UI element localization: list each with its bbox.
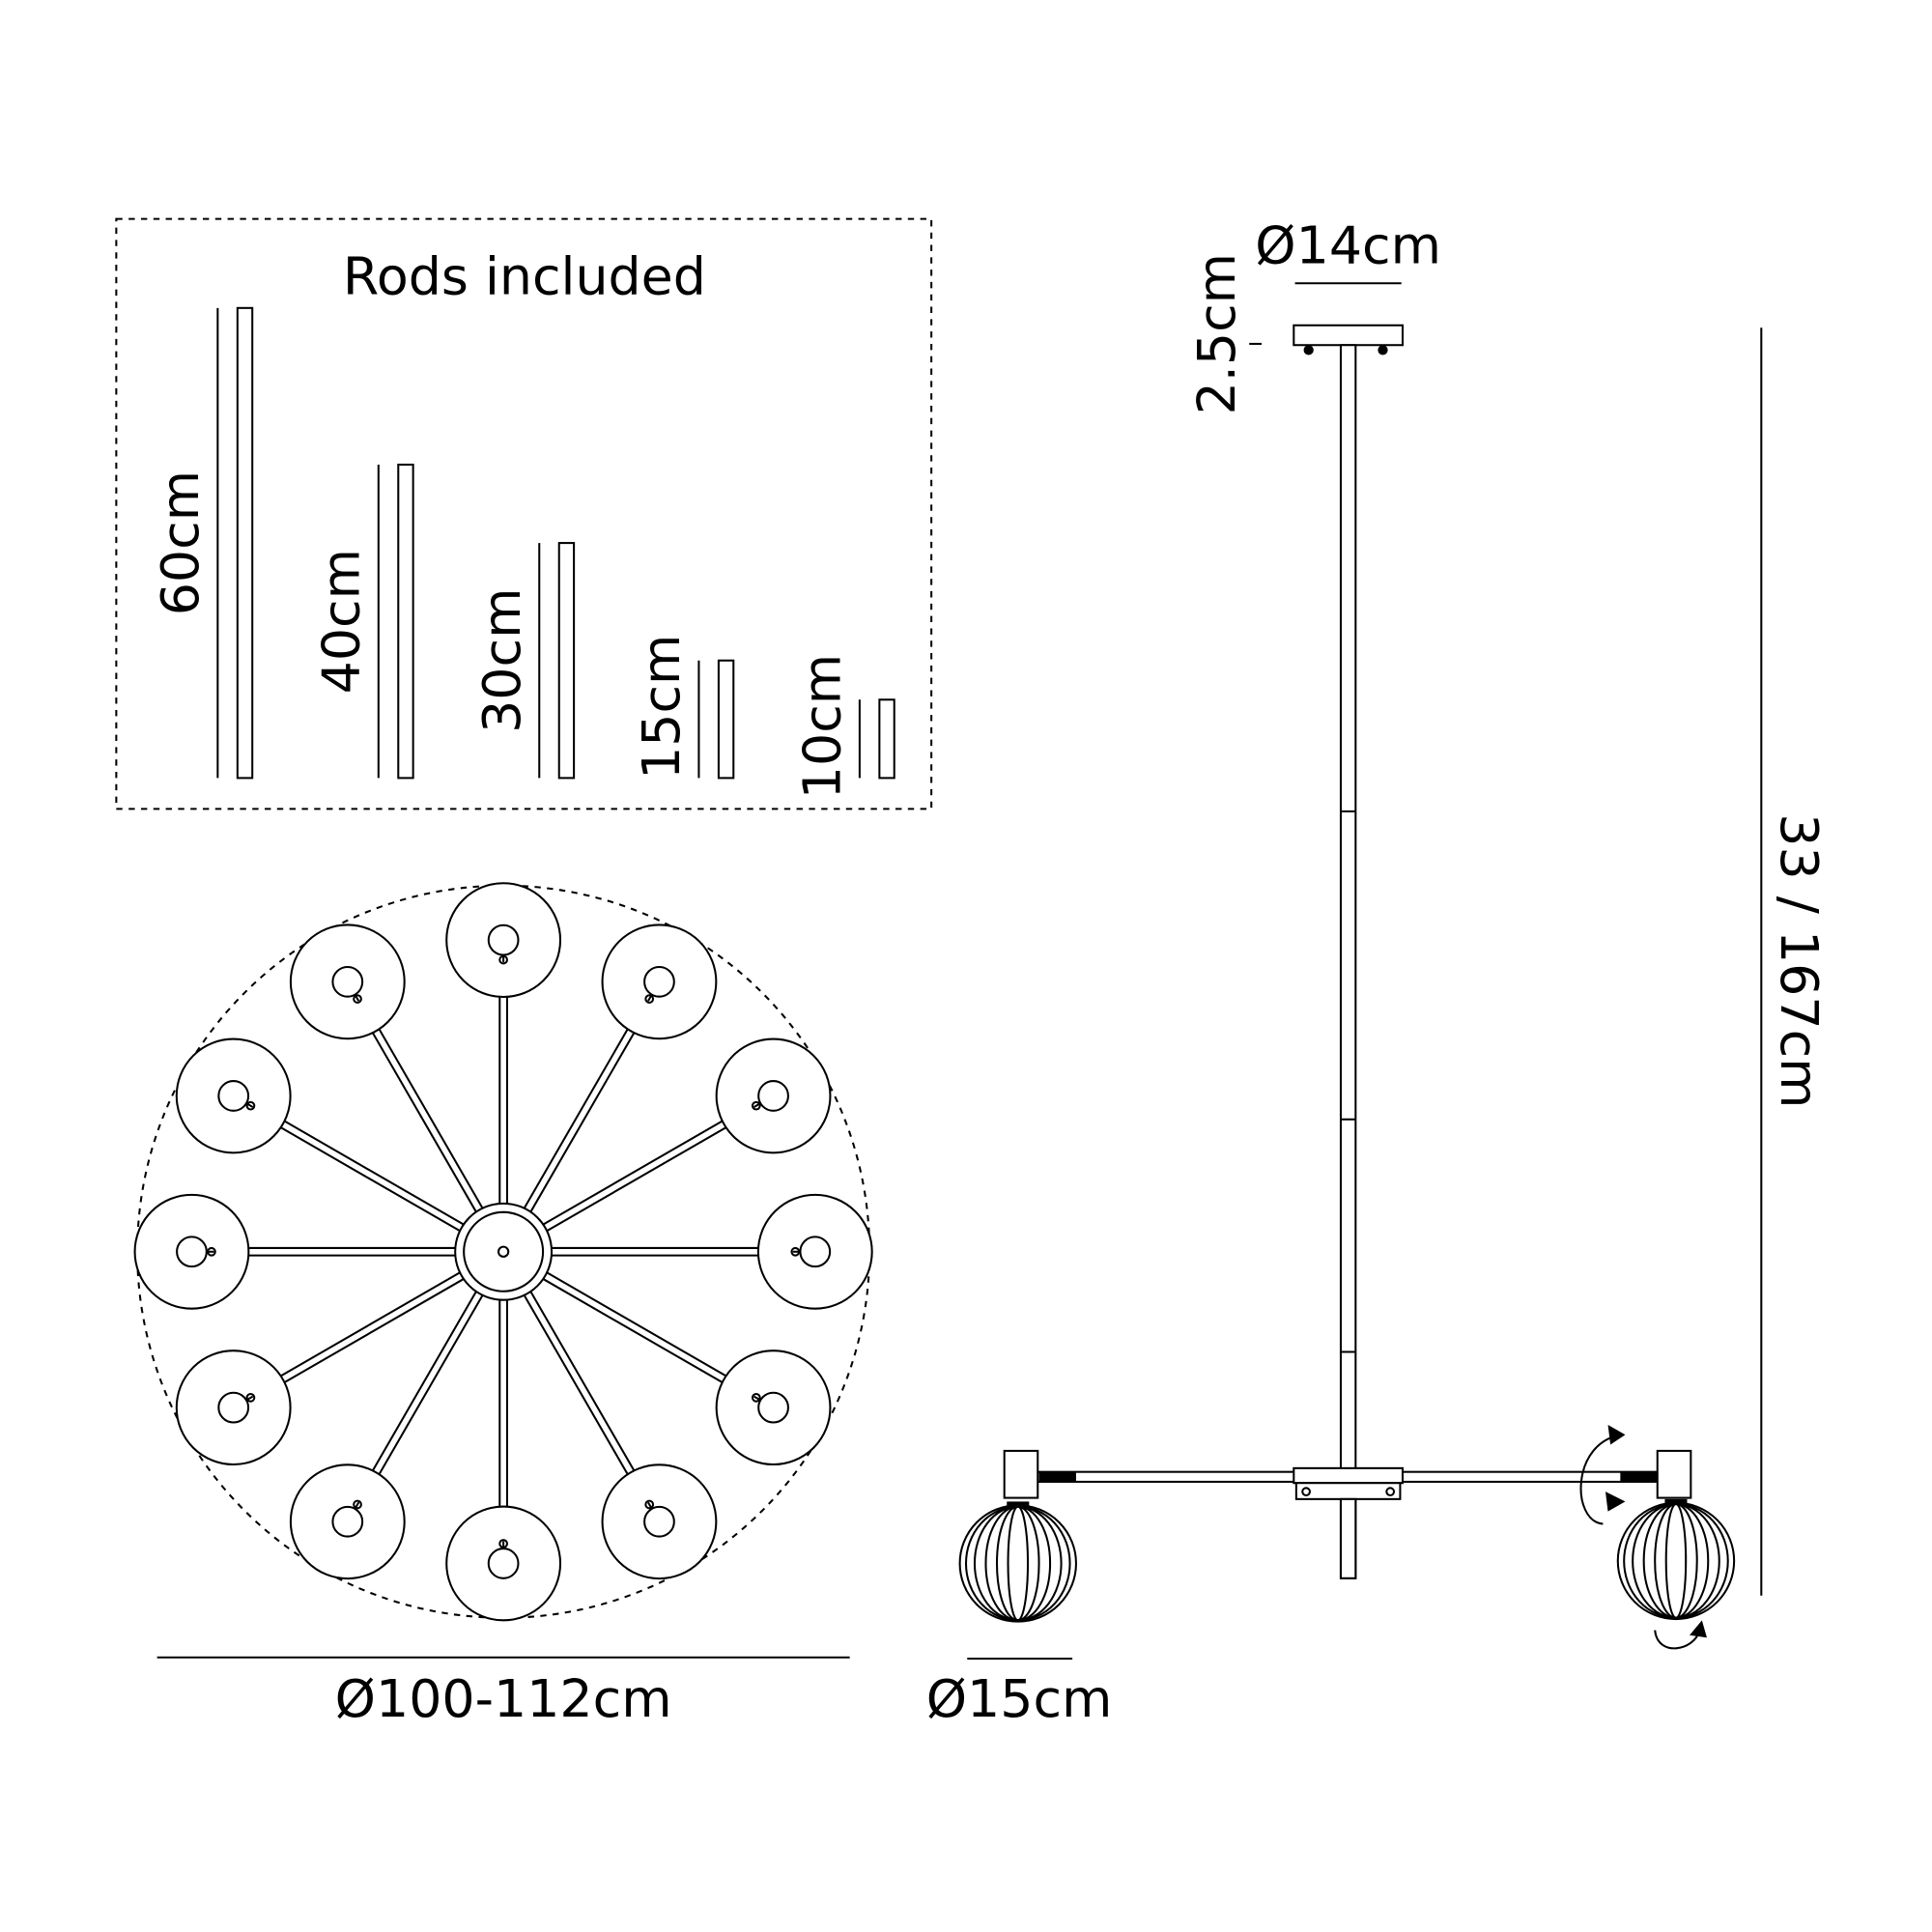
lamp-arm xyxy=(445,882,562,1206)
lamp-joint xyxy=(498,954,508,965)
rods-included-panel: Rods included 60cm 40cm 30cm 15cm 10cm xyxy=(115,217,933,810)
arm-thread-right xyxy=(1620,1471,1658,1482)
lamp-arm xyxy=(289,923,485,1214)
ceiling-rose-diameter-label: Ø14cm xyxy=(1255,215,1441,276)
hub-plate-lower xyxy=(1294,1482,1402,1500)
lamp-joint xyxy=(751,1100,761,1111)
rod-length-label: 10cm xyxy=(791,654,852,799)
bulb xyxy=(643,1505,675,1538)
lamp-joint xyxy=(353,994,362,1004)
lamp-arm xyxy=(550,1193,873,1310)
bulb xyxy=(331,965,364,998)
rod-30cm xyxy=(557,542,576,780)
drop-height-label: 33 / 167cm xyxy=(1769,813,1830,1108)
lamp-holder xyxy=(1003,1449,1039,1499)
lamp-arm xyxy=(175,1270,466,1466)
rods-title: Rods included xyxy=(343,246,706,307)
lamp-joint xyxy=(245,1392,256,1403)
arms-group xyxy=(133,882,873,1622)
central-hub-inner xyxy=(463,1210,545,1293)
arm-edge xyxy=(545,1270,757,1395)
arm-edge xyxy=(254,1102,466,1227)
bulb xyxy=(176,1236,208,1268)
ribbed-globe xyxy=(1616,1501,1736,1621)
arm-edge xyxy=(541,1277,753,1401)
rod-length-label: 15cm xyxy=(631,635,692,780)
arm-edge xyxy=(254,1277,466,1401)
screw-icon xyxy=(1385,1487,1396,1497)
suspension-rod xyxy=(1339,344,1357,1579)
hub-plate xyxy=(1293,1466,1405,1485)
plan-view: Ø100-112cm xyxy=(133,882,873,1729)
screw-icon xyxy=(1378,345,1388,355)
central-hub-dot xyxy=(497,1245,510,1258)
lamp-joint xyxy=(644,1499,655,1510)
arm-edge xyxy=(355,1002,478,1214)
bulb xyxy=(757,1391,789,1424)
arm-edge xyxy=(528,1002,653,1214)
bulb xyxy=(487,923,520,956)
lamp-arm xyxy=(133,1193,457,1310)
globe-lamp xyxy=(958,1449,1077,1623)
bulb xyxy=(643,965,675,998)
rod-40cm xyxy=(397,463,414,780)
lamp-joint xyxy=(207,1246,216,1257)
globes-group xyxy=(958,1449,1736,1623)
bulb xyxy=(331,1505,364,1538)
plan-diameter-label: Ø100-112cm xyxy=(335,1668,672,1729)
lamp-holder xyxy=(1656,1449,1692,1499)
rods-box-border xyxy=(115,217,933,810)
globe-rib xyxy=(964,1505,1071,1622)
lamp-arm xyxy=(289,1290,485,1580)
arm-edge xyxy=(523,1293,646,1505)
bulb xyxy=(799,1236,832,1268)
lamp-joint xyxy=(751,1392,761,1403)
ceiling-rose xyxy=(1293,324,1405,347)
arm-edge xyxy=(250,1109,462,1233)
rod-15cm xyxy=(717,659,735,780)
screw-icon xyxy=(1301,1487,1311,1497)
screw-icon xyxy=(1303,345,1314,355)
rod-length-label: 40cm xyxy=(310,549,371,694)
rod-10cm xyxy=(878,698,895,780)
lamp-joint xyxy=(245,1100,256,1111)
arm-edge xyxy=(360,1293,485,1505)
elevation-view: Ø14cm 2.5cm Ø15cm 33 / 167cm xyxy=(926,215,1830,1729)
arm-thread-left xyxy=(1038,1471,1076,1482)
arm-edge xyxy=(250,1270,462,1395)
lamp-arm xyxy=(523,1290,718,1580)
rod-length-label: 30cm xyxy=(471,588,532,733)
bulb xyxy=(757,1080,789,1112)
bulb xyxy=(217,1080,250,1112)
rods-group: 60cm 40cm 30cm 15cm 10cm xyxy=(150,306,895,799)
arm-edge xyxy=(355,1290,478,1501)
lamp-joint xyxy=(790,1246,801,1257)
lamp-joint xyxy=(498,1539,508,1548)
globe-diameter-label: Ø15cm xyxy=(926,1668,1113,1729)
globe-rib xyxy=(1623,1502,1729,1619)
arm-edge xyxy=(523,998,646,1210)
arm-edge xyxy=(528,1290,653,1501)
lamp-arm xyxy=(445,1298,562,1622)
rod-end xyxy=(1339,1497,1357,1579)
arm-edge xyxy=(545,1109,757,1233)
lamp-arm xyxy=(523,923,718,1214)
bulb xyxy=(217,1391,250,1424)
lamp-joint xyxy=(353,1499,362,1510)
rod-length-label: 60cm xyxy=(150,470,211,615)
lamp-arm xyxy=(541,1270,832,1466)
rotation-arrow-icon xyxy=(1579,1425,1626,1525)
arm-edge xyxy=(360,998,485,1210)
central-hub xyxy=(454,1202,554,1301)
globe-lamp xyxy=(1616,1449,1736,1621)
lamp-arm xyxy=(541,1037,832,1233)
ceiling-rose-height-label: 2.5cm xyxy=(1186,253,1247,414)
ribbed-globe xyxy=(958,1504,1077,1623)
lamp-joint xyxy=(644,994,655,1004)
arm-edge xyxy=(541,1102,753,1227)
lamp-arm xyxy=(175,1037,466,1233)
rotation-arrow-icon xyxy=(1654,1620,1707,1650)
rod-60cm xyxy=(236,306,254,780)
bulb xyxy=(487,1548,520,1579)
